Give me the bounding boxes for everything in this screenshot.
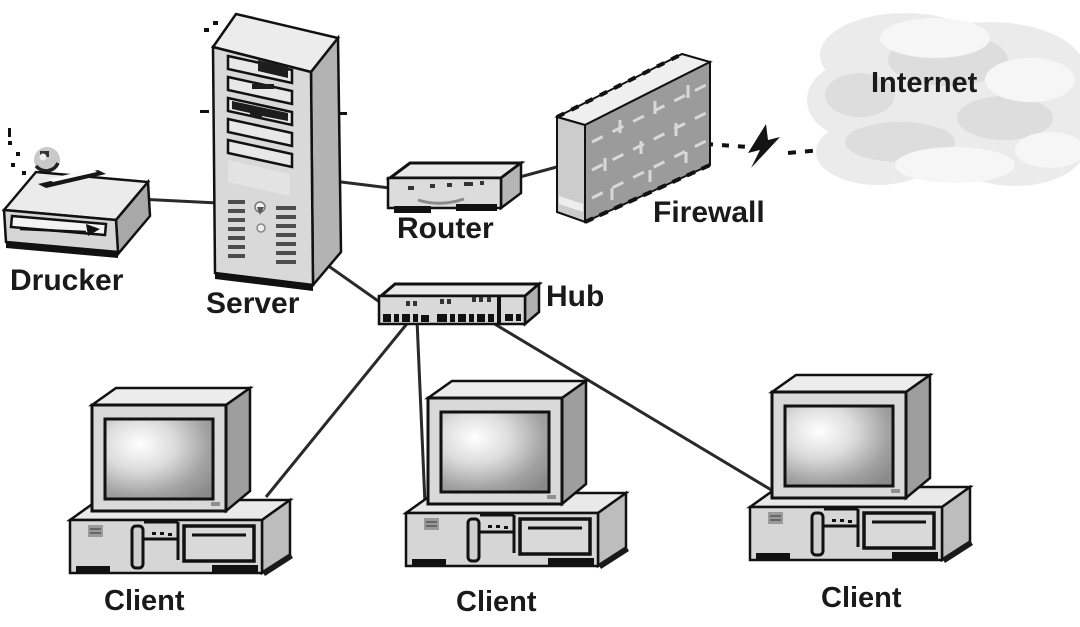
edge-printer-server-line [137, 197, 219, 205]
hub-icon [376, 281, 544, 327]
router-icon [385, 160, 526, 213]
internet-cloud-icon [807, 13, 1080, 186]
client3-pc-icon [748, 373, 975, 565]
label-internet: Internet [871, 67, 978, 99]
printer-icon [1, 128, 152, 258]
edge-hub-client3-line [487, 318, 789, 502]
client2-pc-icon [404, 379, 631, 571]
server-tower-icon [200, 12, 347, 291]
label-client2: Client [456, 586, 537, 618]
label-client3: Client [821, 582, 902, 614]
label-server: Server [206, 287, 300, 320]
label-router: Router [397, 212, 494, 245]
edge-firewall-internet-dashed [705, 124, 846, 168]
label-printer: Drucker [10, 264, 124, 297]
printer-dashes [8, 128, 26, 175]
client1-pc-icon [68, 386, 295, 578]
firewall-icon [554, 52, 713, 224]
edge-hub-client1-line [264, 319, 412, 498]
label-firewall: Firewall [653, 196, 765, 229]
label-hub: Hub [546, 280, 605, 313]
lightning-bolt-icon [748, 124, 780, 168]
label-client1: Client [104, 585, 185, 617]
edge-hub-client2-line [415, 319, 427, 505]
